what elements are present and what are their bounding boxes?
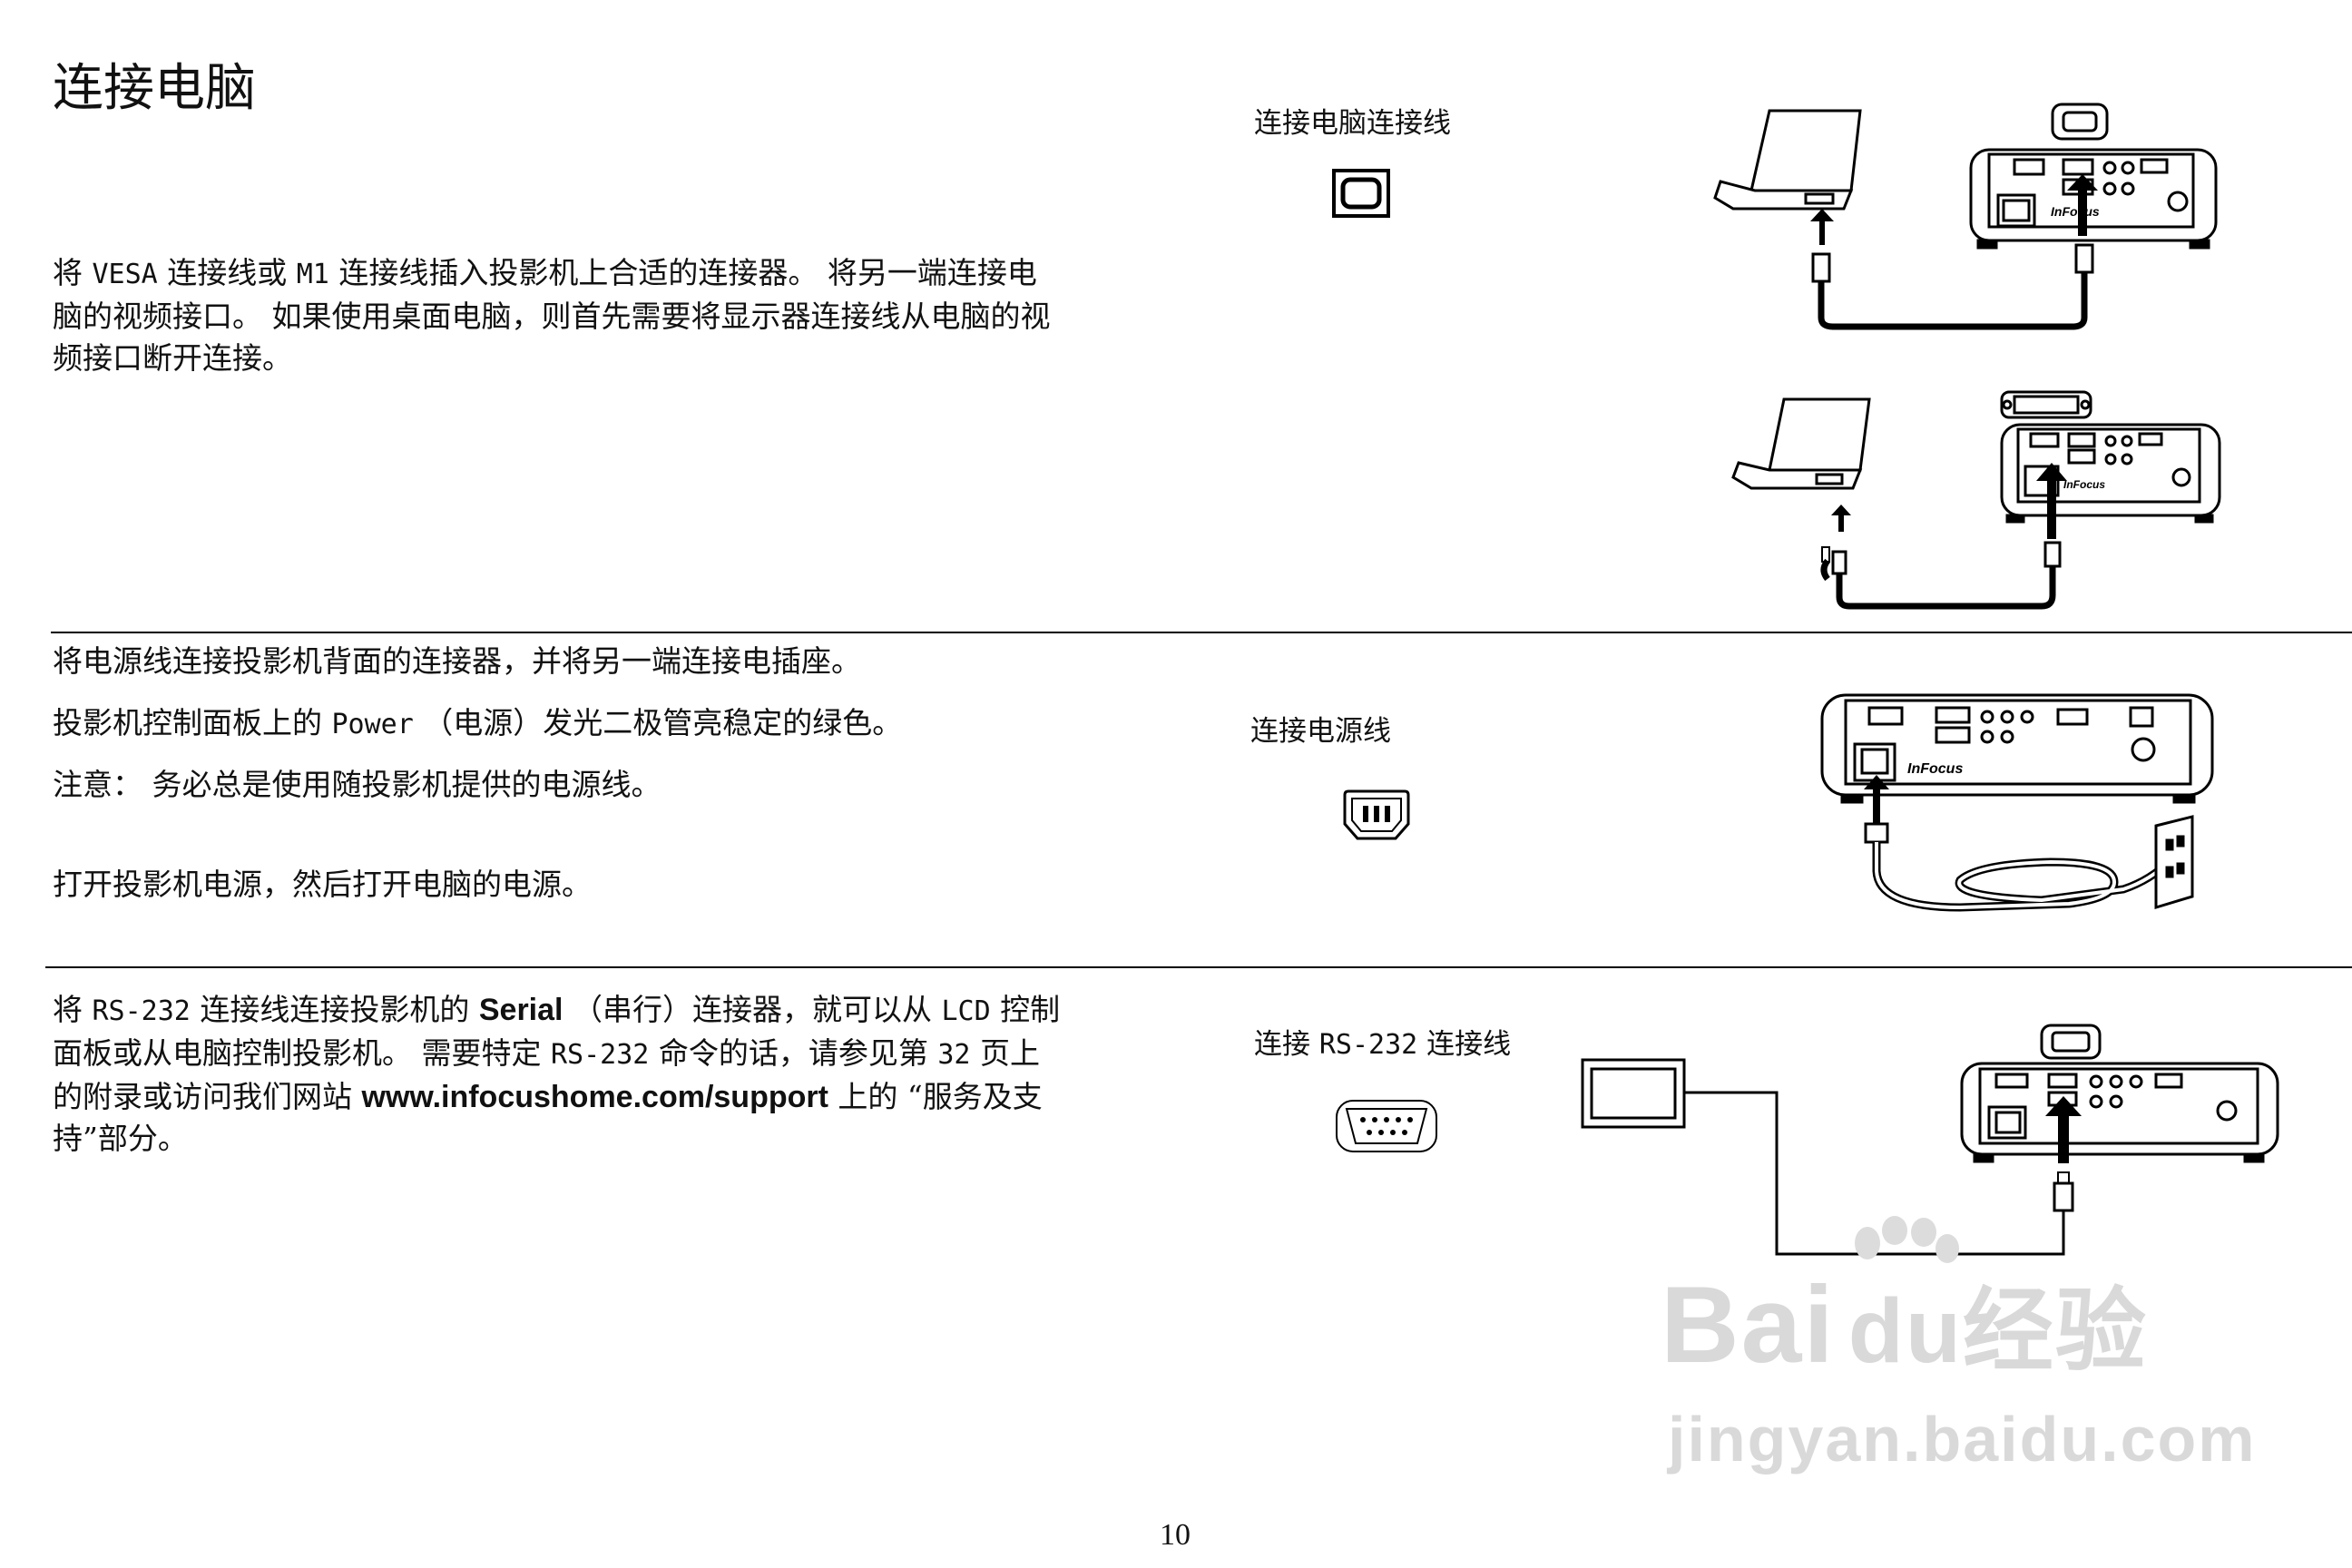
projector-brand: InFocus — [1907, 761, 1963, 777]
laptop-m1-connection-illustration: InFocus — [1731, 390, 2221, 610]
section2-label: 连接电源线 — [1250, 715, 1391, 748]
arrow-up-icon — [1864, 775, 1889, 824]
section2-p1: 将电源线连接投影机背面的连接器，并将另一端连接电插座。 — [53, 643, 861, 679]
page-number: 10 — [1160, 1518, 1191, 1552]
arrow-up-icon — [2045, 1096, 2082, 1163]
section2-p4: 打开投影机电源，然后打开电脑的电源。 — [53, 867, 592, 902]
section2-p2: 投影机控制面板上的 Power （电源）发光二极管亮稳定的绿色。 — [53, 705, 903, 740]
page-title: 连接电脑 — [53, 59, 256, 118]
section3-line2: 面板或从电脑控制投影机。 需要特定 RS-232 命令的话，请参见第 32 页上 — [53, 1035, 1040, 1071]
arrow-up-icon — [2036, 463, 2067, 539]
control-device-icon — [1581, 1058, 1686, 1129]
serial-plug-icon — [2040, 1024, 2102, 1060]
rs232-connection-illustration — [1581, 1024, 2279, 1256]
arrow-up-icon — [2067, 174, 2098, 236]
vga-monitor-icon — [1332, 169, 1390, 218]
section1-paragraph: 将 VESA 连接线或 M1 连接线插入投影机上合适的连接器。 将另一端连接电 … — [53, 252, 1051, 379]
laptop-icon — [1731, 397, 1871, 490]
section2-note: 注意： 务必总是使用随投影机提供的电源线。 — [53, 767, 662, 802]
power-cord — [1864, 822, 2174, 912]
projector-back-icon — [1969, 148, 2218, 250]
section-divider — [51, 632, 2352, 633]
section3-paragraph: 将 RS-232 连接线连接投影机的 Serial （串行）连接器，就可以从 L… — [53, 989, 1060, 1160]
section3-label: 连接 RS-232 连接线 — [1254, 1028, 1512, 1061]
power-cord-illustration: InFocus — [1820, 693, 2214, 912]
vga-plug-icon — [2051, 103, 2109, 141]
section1-line1: 将 VESA 连接线或 M1 连接线插入投影机上合适的连接器。 将另一端连接电 — [53, 255, 1037, 290]
section1-line3: 频接口断开连接。 — [53, 340, 292, 376]
section3-line4: 持”部分。 — [53, 1121, 188, 1156]
dvi-plug-icon — [2000, 390, 2092, 419]
paw-icon — [1855, 1216, 1959, 1263]
projector-back-icon — [1820, 693, 2214, 804]
projector-back-icon — [1960, 1062, 2279, 1163]
watermark-url: jingyan.baidu.com — [1668, 1404, 2257, 1475]
wall-outlet-icon — [2154, 815, 2194, 910]
laptop-vga-connection-illustration: InFocus — [1713, 103, 2218, 330]
arrow-up-icon — [1810, 209, 1834, 245]
power-connector-icon — [1343, 789, 1410, 840]
m1-cable — [1820, 541, 2062, 610]
section3-line1: 将 RS-232 连接线连接投影机的 Serial （串行）连接器，就可以从 L… — [53, 992, 1061, 1027]
section3-line3: 的附录或访问我们网站 www.infocushome.com/support 上… — [53, 1079, 1043, 1114]
laptop-icon — [1713, 109, 1862, 211]
rs232-cable — [1684, 1091, 2074, 1256]
section-divider — [45, 966, 2352, 968]
arrow-up-icon — [1831, 505, 1851, 532]
section1-line2: 脑的视频接口。 如果使用桌面电脑，则首先需要将显示器连接线从电脑的视 — [53, 299, 1051, 334]
section1-label: 连接电脑连接线 — [1254, 107, 1451, 140]
support-url: www.infocushome.com/support — [361, 1080, 828, 1114]
projector-back-icon — [2000, 423, 2221, 524]
projector-brand: InFocus — [2051, 204, 2100, 219]
serial-connector-icon — [1336, 1100, 1437, 1152]
vga-cable — [1811, 243, 2094, 330]
projector-brand: InFocus — [2063, 478, 2105, 491]
